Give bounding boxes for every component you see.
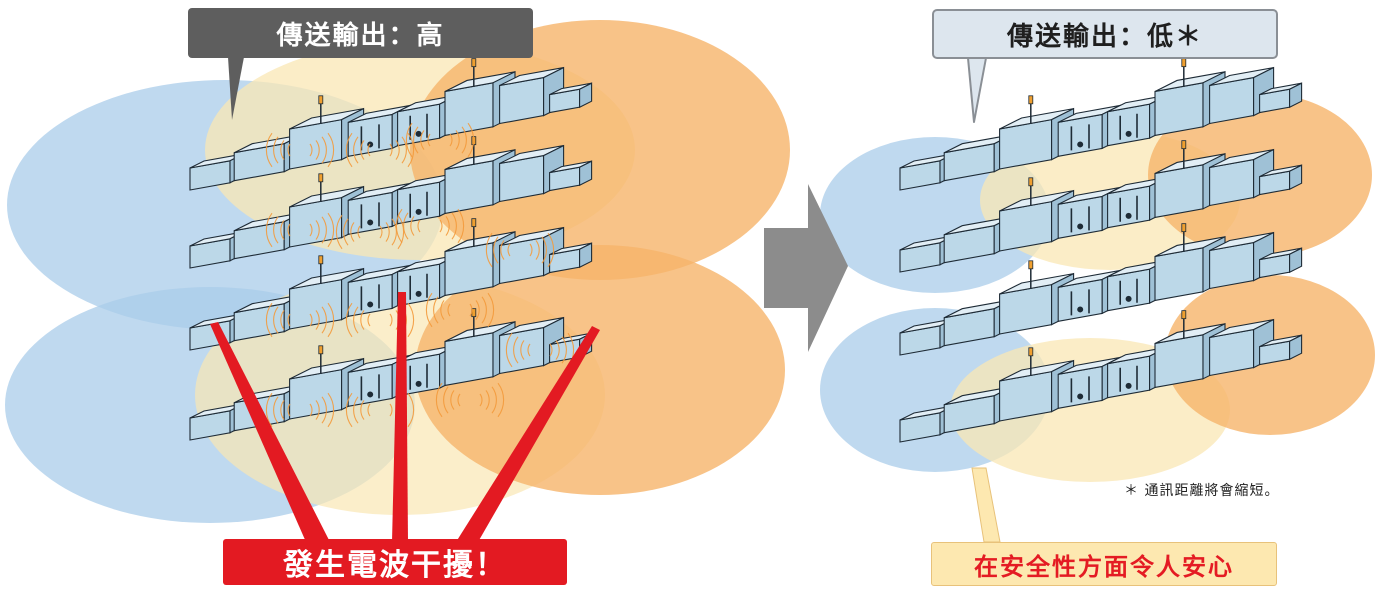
radio-wave-icon — [265, 302, 335, 338]
interference-rays — [210, 292, 600, 542]
production-line-machine-icon — [549, 160, 593, 192]
interference-ray-center — [392, 292, 408, 542]
radio-wave-icon — [485, 232, 555, 268]
production-line-machine-icon — [549, 82, 593, 114]
production-line-machine-icon — [1259, 334, 1303, 366]
interference-ray-right — [456, 326, 600, 542]
safety-message: 在安全性方面令人安心 — [931, 542, 1277, 586]
left-production-lines — [189, 58, 593, 441]
production-line-machine-icon — [943, 298, 1013, 347]
production-line-machine-icon — [1107, 346, 1169, 399]
right-production-lines — [899, 58, 1303, 443]
high-output-label: 傳送輸出：高 — [276, 20, 445, 51]
production-line-machine-icon — [1259, 82, 1303, 114]
radio-wave-icon — [265, 392, 335, 428]
interference-alert: 發生電波干擾！ — [223, 539, 567, 585]
production-line-machine-icon — [549, 242, 593, 274]
production-line-machine-icon — [397, 344, 459, 397]
left-radio-waves — [265, 122, 575, 428]
callout-low-tail — [967, 57, 987, 123]
radio-wave-icon — [425, 292, 495, 328]
production-line-machine-icon — [1259, 164, 1303, 196]
production-line-machine-icon — [499, 144, 565, 203]
radio-wave-icon — [395, 208, 465, 244]
high-output-callout: 傳送輸出：高 — [188, 8, 533, 58]
zone-orange-bottom-right — [415, 245, 785, 495]
radio-wave-icon — [405, 122, 475, 158]
interference-alert-label: 發生電波干擾！ — [283, 548, 507, 583]
radio-wave-icon — [265, 132, 335, 168]
low-output-callout: 傳送輸出：低＊ — [932, 9, 1278, 59]
radio-wave-icon — [335, 214, 405, 250]
radio-wave-icon — [345, 302, 415, 338]
radio-wave-icon — [345, 132, 415, 168]
radio-wave-icon — [435, 382, 505, 418]
interference-ray-left — [210, 322, 330, 542]
production-line-machine-icon — [189, 402, 245, 441]
radio-wave-icon — [265, 212, 335, 248]
callout-high-tail — [228, 57, 244, 120]
production-line-machine-icon — [1259, 247, 1303, 279]
low-output-label: 傳送輸出：低＊ — [1006, 21, 1203, 52]
range-footnote: ＊ 通訊距離將會縮短。 — [1124, 483, 1280, 499]
safety-message-label: 在安全性方面令人安心 — [974, 552, 1234, 581]
production-line-machine-icon — [1209, 66, 1275, 125]
safe-indicator-line — [971, 467, 1001, 543]
transition-arrow-icon — [764, 184, 848, 352]
production-line-machine-icon — [347, 182, 411, 235]
production-line-machine-icon — [999, 177, 1075, 252]
